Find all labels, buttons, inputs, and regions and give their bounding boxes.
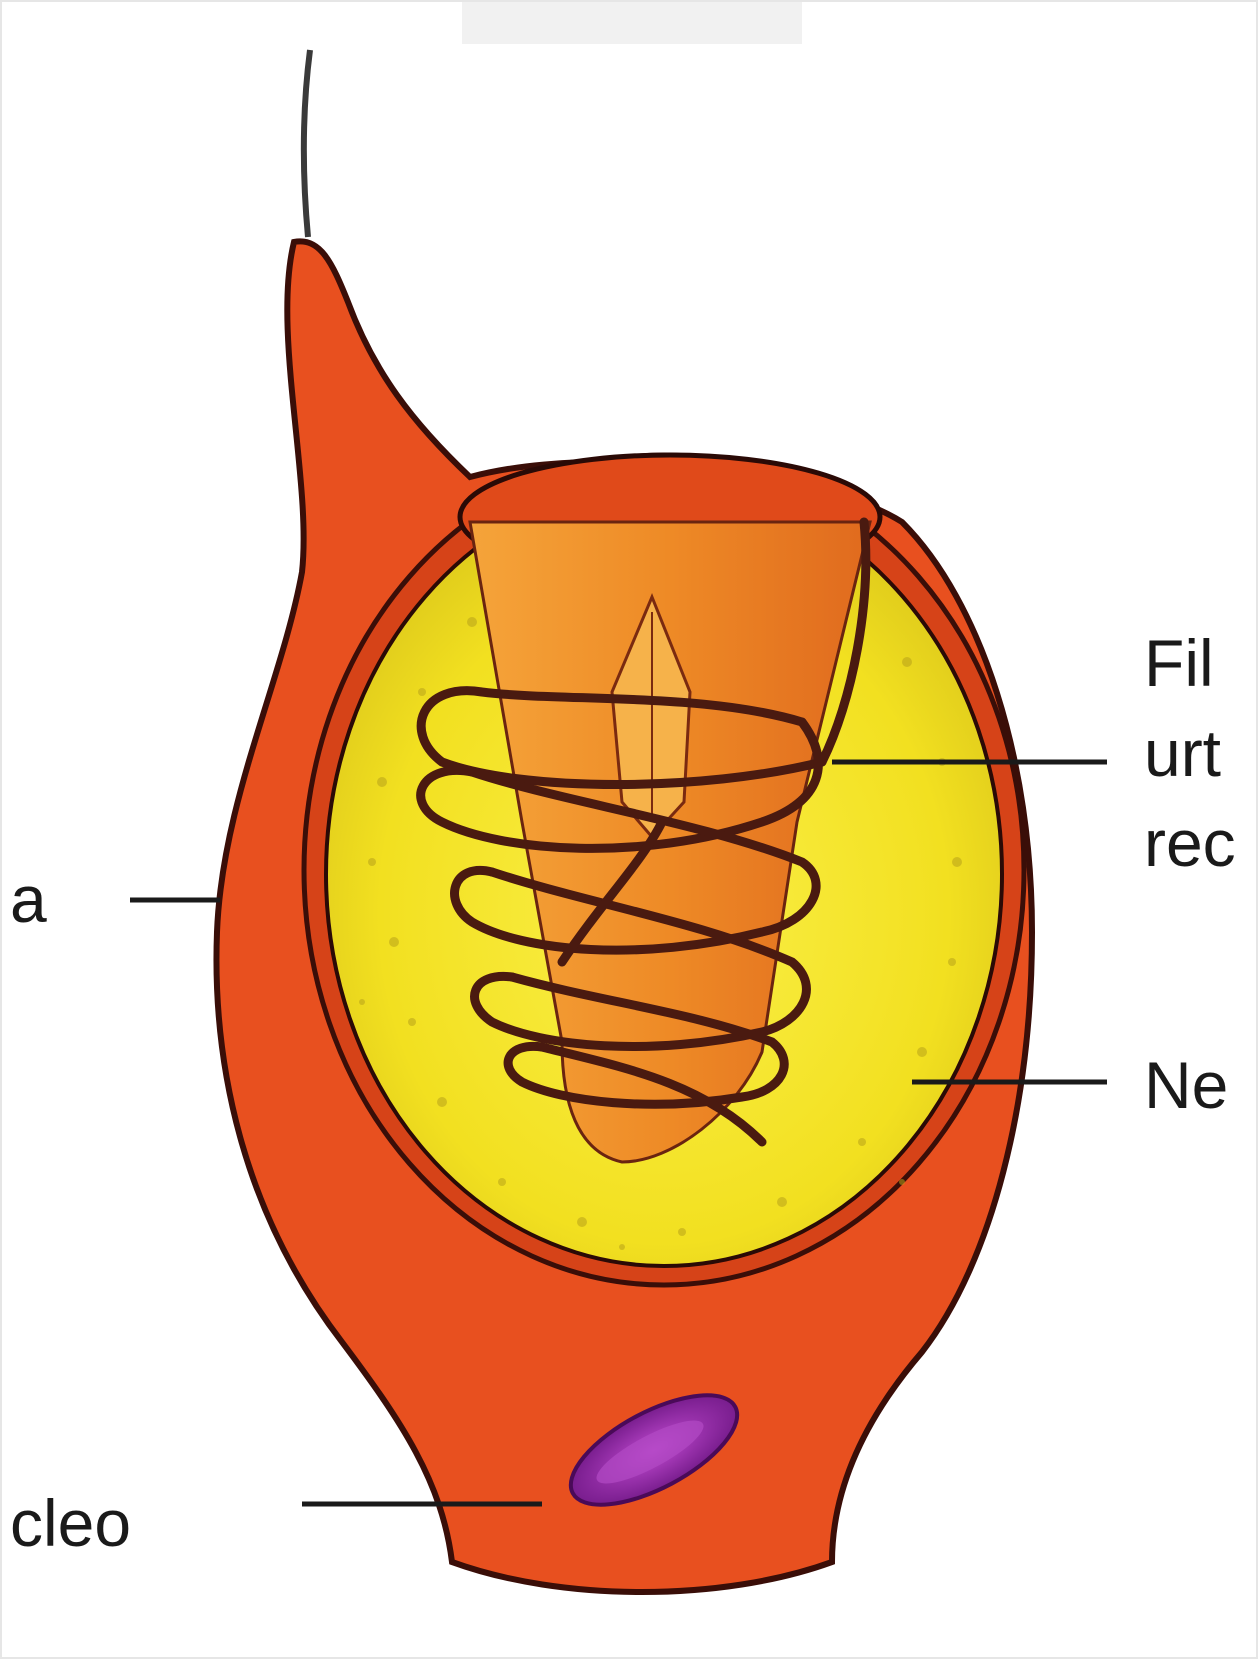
cnidocil-line xyxy=(304,50,310,237)
label-left-upper: a xyxy=(10,864,47,934)
label-right-2: urt xyxy=(1144,718,1221,788)
label-right-3: rec xyxy=(1144,808,1236,878)
label-right-1: Fil xyxy=(1144,628,1214,698)
label-right-4: Ne xyxy=(1144,1050,1228,1120)
label-left-lower: cleo xyxy=(10,1488,131,1558)
